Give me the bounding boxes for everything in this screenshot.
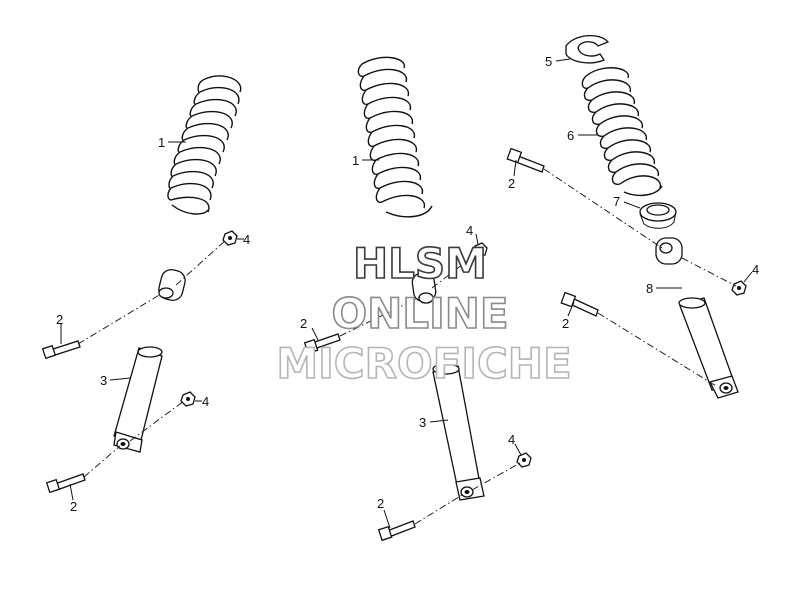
- callout-2-middle-upper-bolt: 2: [300, 316, 307, 331]
- middle-shock-absorber: [411, 272, 485, 501]
- callout-6-right-spring: 6: [567, 128, 574, 143]
- callout-4-left-lower-nut: 4: [202, 394, 209, 409]
- middle-fasteners: [303, 242, 532, 542]
- callout-3-left-shock: 3: [100, 373, 107, 388]
- left-fasteners: [41, 230, 238, 494]
- callout-4-right-nut: 4: [752, 262, 759, 277]
- middle-assembly: [303, 56, 532, 542]
- watermark-line-2: ONLINE: [331, 289, 508, 338]
- callout-2-middle-lower-bolt: 2: [377, 496, 384, 511]
- callout-8-right-shock: 8: [646, 281, 653, 296]
- right-fasteners: [506, 147, 747, 317]
- callout-4-left-upper-nut: 4: [243, 232, 250, 247]
- callout-2-right-upper-bolt: 2: [508, 176, 515, 191]
- callout-4-middle-upper-nut: 4: [466, 223, 473, 238]
- left-coil-spring: [167, 75, 242, 215]
- callout-1-middle-spring: 1: [352, 153, 359, 168]
- left-assembly: [41, 75, 242, 494]
- callout-5-retainer: 5: [545, 54, 552, 69]
- callout-1-left-spring: 1: [158, 135, 165, 150]
- watermark: HLSM ONLINE MICROFICHE: [276, 238, 573, 389]
- right-spring-seat: [639, 202, 677, 229]
- callout-2-left-lower-bolt: 2: [70, 499, 77, 514]
- callout-2-left-upper-bolt: 2: [56, 312, 63, 327]
- callout-leaders: [60, 58, 753, 529]
- callout-7-spring-seat: 7: [613, 194, 620, 209]
- left-shock-absorber: [113, 269, 186, 453]
- right-shock-absorber: [655, 237, 739, 399]
- callout-2-right-lower-bolt: 2: [562, 316, 569, 331]
- callout-3-middle-shock: 3: [419, 415, 426, 430]
- watermark-line-1: HLSM: [353, 239, 487, 288]
- right-coil-spring: [581, 67, 663, 197]
- right-assembly: [506, 35, 747, 399]
- watermark-line-3: MICROFICHE: [276, 339, 571, 388]
- middle-coil-spring: [357, 56, 433, 218]
- callout-labels: 1 1 2 2 2 2 2 2 3 3 4 4 4 4 4 5 6 7 8: [56, 54, 759, 514]
- callout-4-middle-lower-nut: 4: [508, 432, 515, 447]
- right-spring-retainer: [565, 35, 610, 64]
